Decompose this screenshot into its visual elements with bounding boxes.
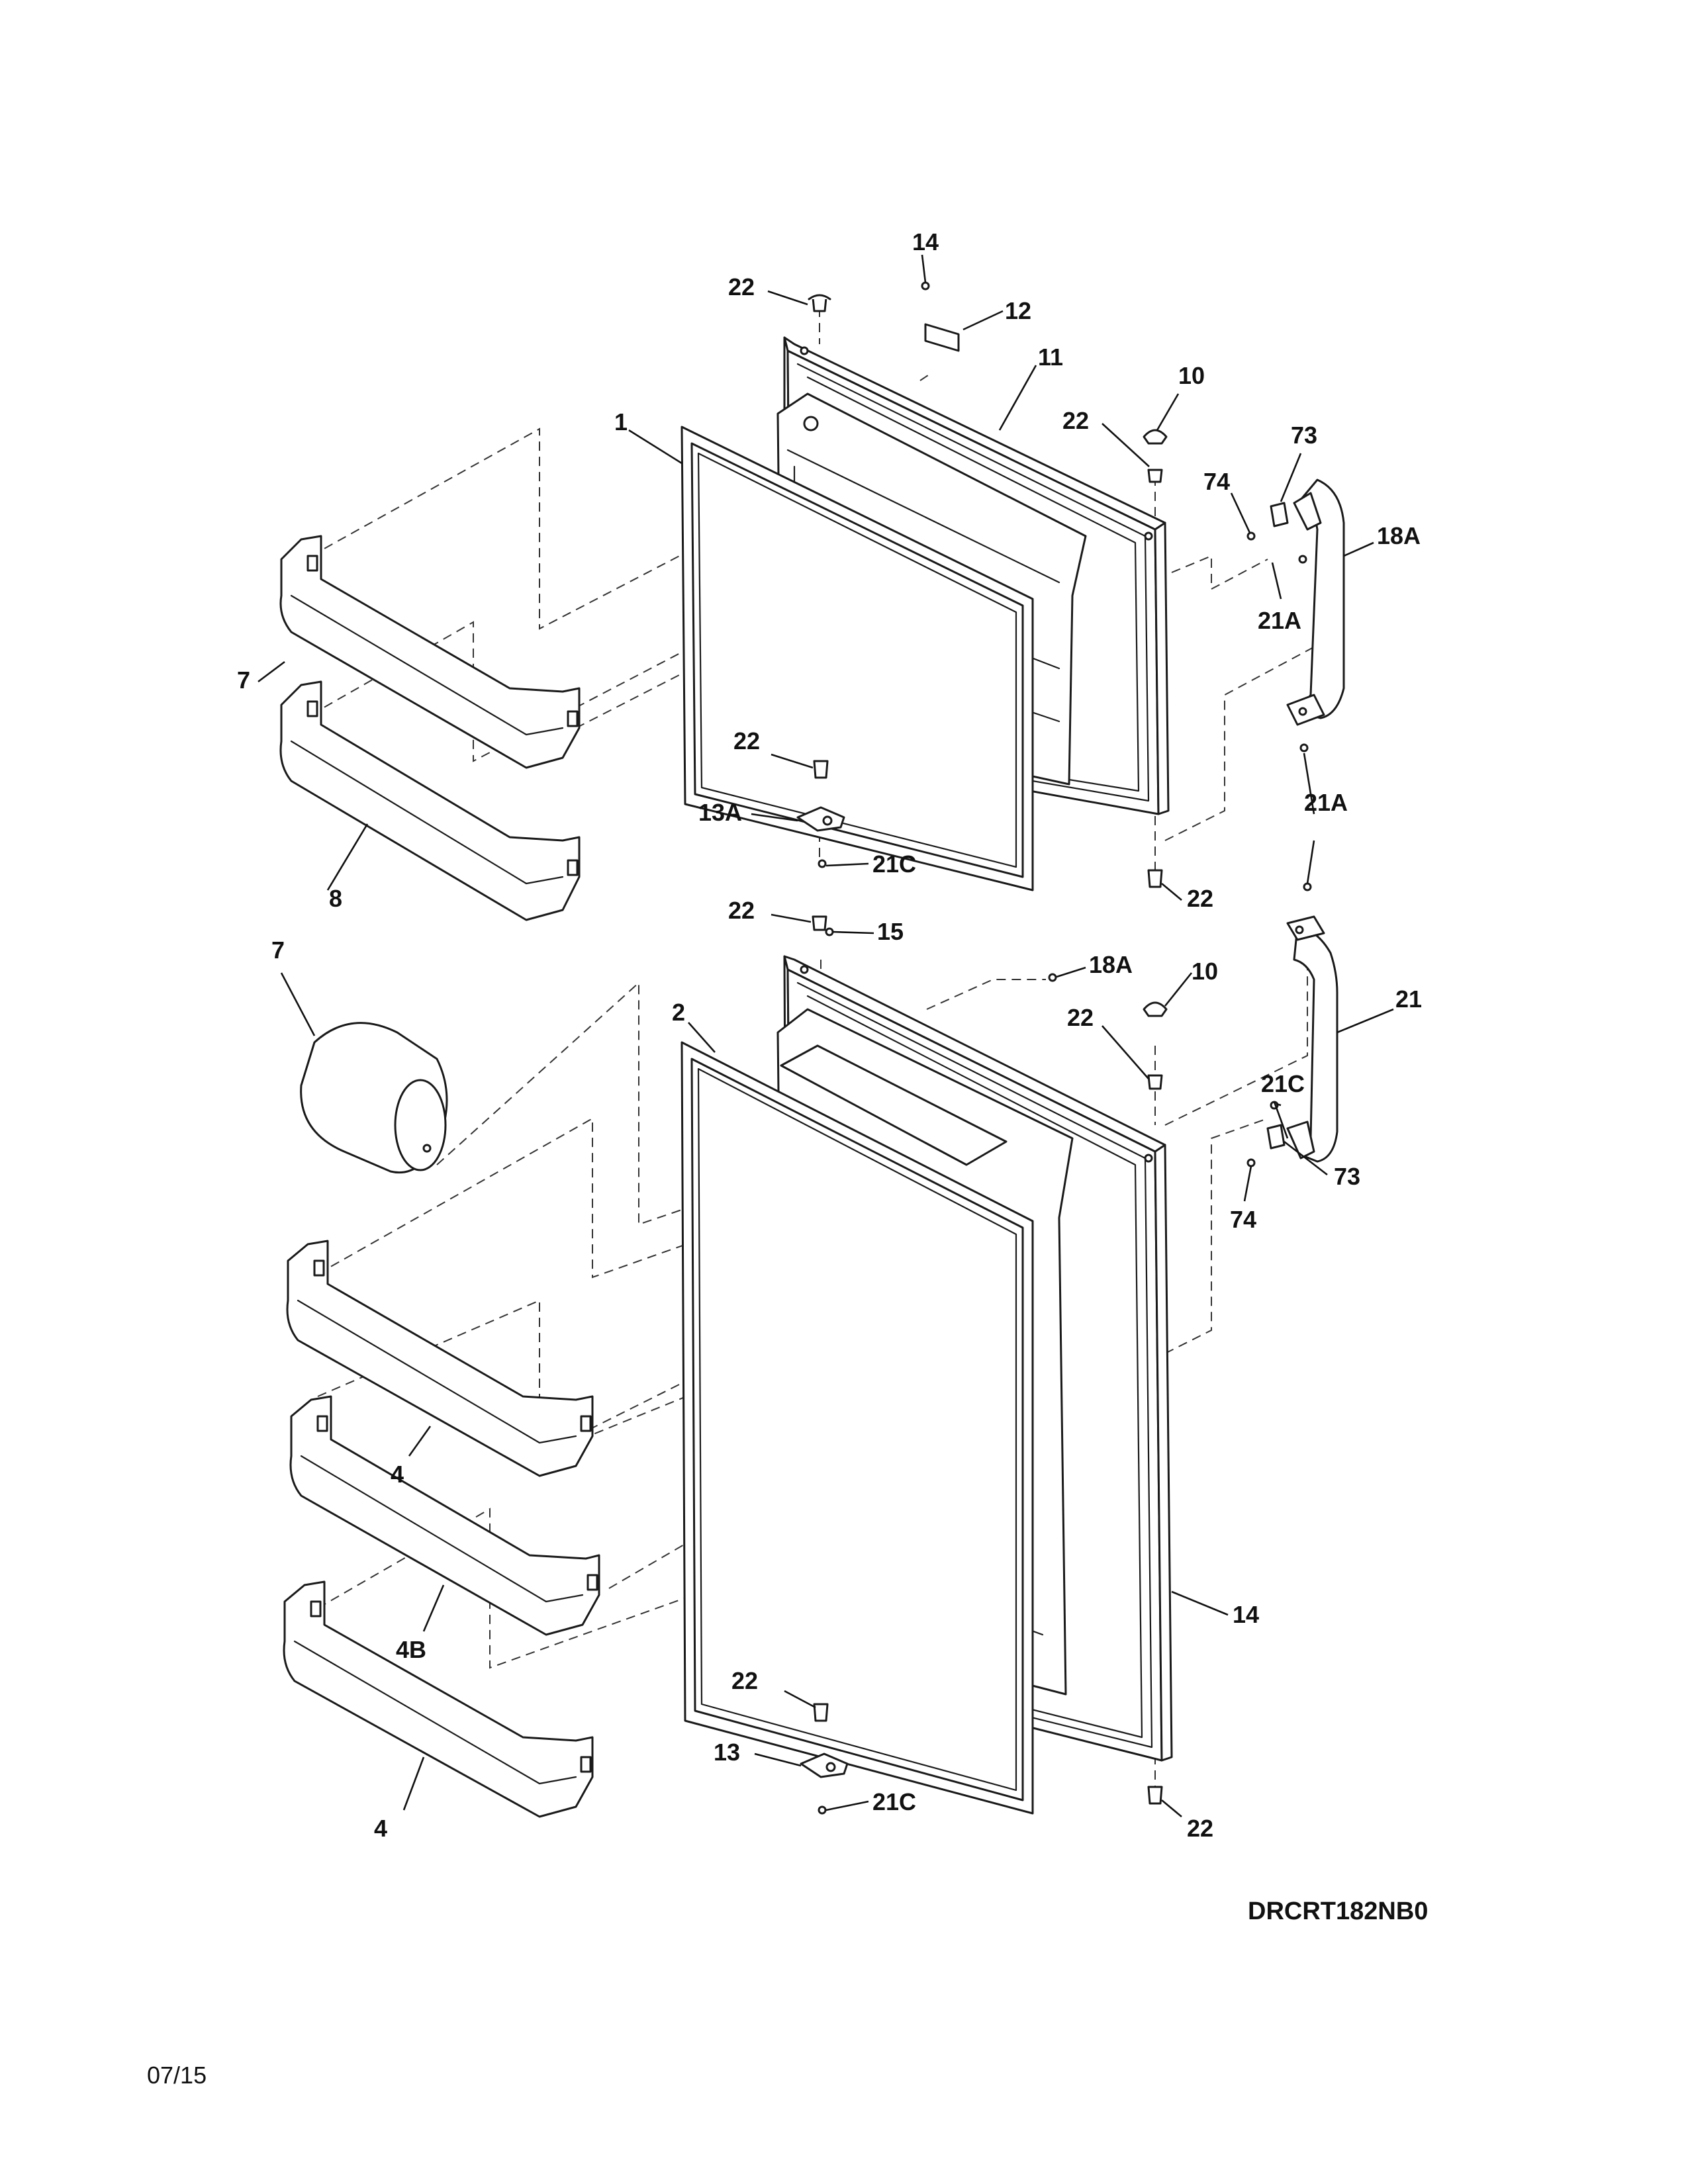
- callout-21C: 21C: [872, 850, 916, 878]
- callout-14: 15: [877, 918, 904, 945]
- callout-74: 74: [1230, 1206, 1256, 1233]
- dairy-bin-7: [300, 1022, 448, 1174]
- callout-74: 74: [1203, 468, 1230, 495]
- callout-73: 73: [1334, 1163, 1360, 1190]
- callout-14: 14: [912, 228, 939, 255]
- callout-21A: 21A: [1258, 607, 1301, 634]
- callout-12: 12: [1005, 297, 1031, 324]
- callout-15: 14: [1233, 1601, 1259, 1628]
- callout-21A: 21C: [1261, 1070, 1305, 1097]
- callout-22: 22: [733, 727, 760, 754]
- fresh-food-gasket-2: [680, 1041, 1034, 1815]
- callout-73: 73: [1291, 422, 1317, 449]
- revision-date: 07/15: [147, 2062, 207, 2089]
- callout-22: 22: [1187, 885, 1213, 912]
- callout-8: 7: [237, 666, 250, 694]
- callout-18A: 18A: [1377, 522, 1421, 549]
- door-bin-4-upper: [286, 1240, 594, 1477]
- callout-21C: 21C: [872, 1788, 916, 1815]
- callout-22: 22: [728, 273, 755, 300]
- door-bin-4B: [289, 1395, 600, 1636]
- callout-4B: 4B: [396, 1636, 426, 1663]
- callout-22: 22: [1067, 1004, 1094, 1031]
- callout-1: 1: [614, 408, 628, 435]
- callout-22: 22: [731, 1667, 758, 1694]
- door-bin-8-upper: [279, 535, 581, 769]
- callout-leader-lines: [258, 254, 1394, 1817]
- callout-22: 22: [728, 897, 755, 924]
- callout-10: 10: [1178, 362, 1205, 389]
- callout-4: 4: [391, 1461, 404, 1488]
- callout-10: 10: [1192, 958, 1218, 985]
- callout-21: 21A: [1304, 789, 1348, 816]
- callout-22: 22: [1187, 1815, 1213, 1842]
- freezer-handle-18A: [1286, 478, 1345, 726]
- fresh-food-handle-18A: [1286, 915, 1338, 1163]
- callout-13A: 13A: [698, 799, 742, 826]
- hardware-parts: [796, 281, 1312, 1815]
- callout-4: 4: [374, 1815, 387, 1842]
- callout-7: 7: [271, 936, 285, 964]
- callout-14: 18A: [1089, 951, 1133, 978]
- callout-11: 11: [1038, 343, 1063, 371]
- callout-13: 13: [714, 1739, 740, 1766]
- model-code: DRCRT182NB0: [1248, 1897, 1428, 1925]
- callout-8: 8: [329, 885, 342, 912]
- callout-labels: 14 22 12 11 10 22 73 1 74 18A 21A 7 22 1…: [237, 228, 1422, 1842]
- freezer-gasket-1: [680, 426, 1034, 891]
- door-bin-4-lower: [283, 1580, 594, 1818]
- callout-22: 22: [1062, 407, 1089, 434]
- callout-2: 2: [672, 999, 685, 1026]
- door-bin-8-lower: [279, 680, 581, 921]
- callout-18A: 21: [1395, 985, 1422, 1013]
